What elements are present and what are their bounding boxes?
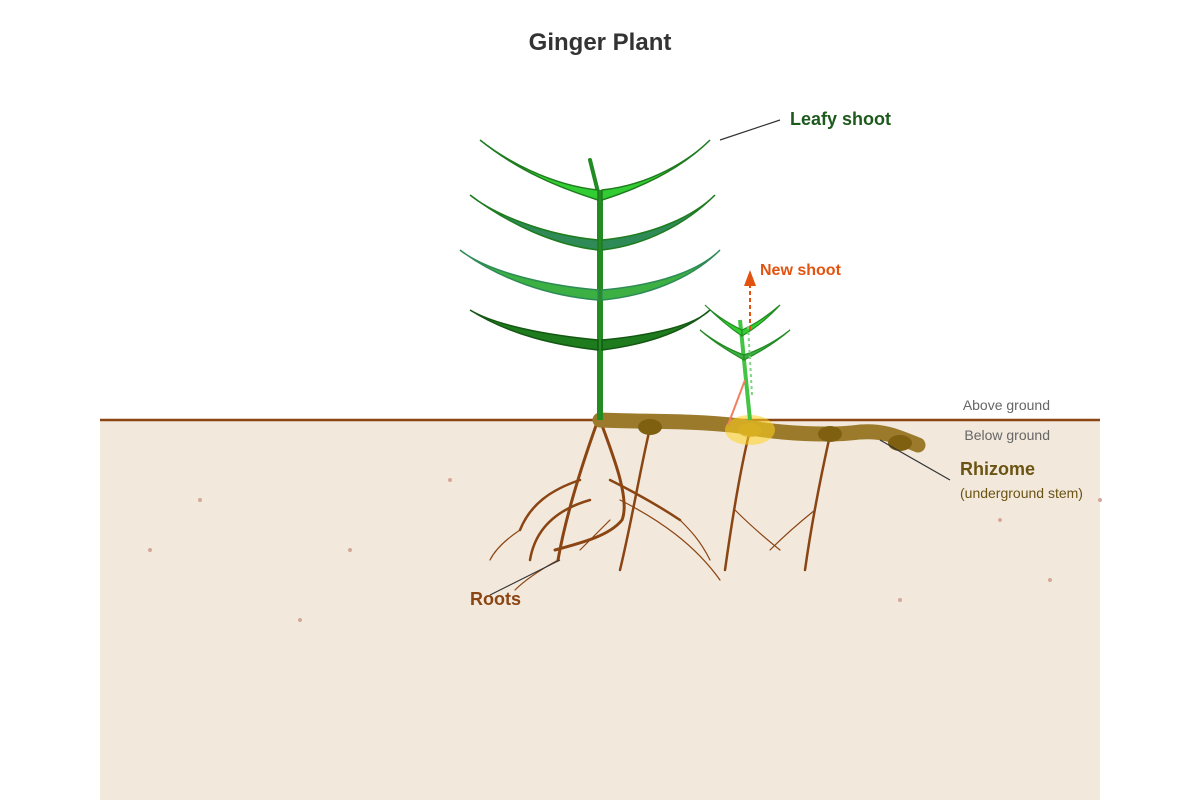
soil-speck: [198, 498, 202, 502]
rhizome: [592, 412, 926, 453]
soil-speck: [298, 618, 302, 622]
new-shoot-guide: [747, 324, 753, 396]
leaf: [469, 309, 599, 351]
new-shoot-leaf: [699, 329, 745, 362]
rootlet: [734, 509, 781, 551]
root-branch-right: [608, 478, 682, 522]
soil-speck: [998, 518, 1002, 522]
leafy-shoot-label: Leafy shoot: [790, 109, 891, 129]
above-ground-label: Above ground: [963, 397, 1050, 413]
rootlet: [489, 529, 521, 561]
new-shoot-label: New shoot: [760, 262, 842, 279]
root-branch-left-far: [528, 498, 592, 562]
main-root-left: [556, 418, 600, 562]
leaf: [479, 139, 599, 202]
stem-tip: [588, 158, 600, 194]
rhizome-node: [818, 426, 842, 442]
roots-label: Roots: [470, 589, 521, 609]
below-ground-label: Below ground: [964, 427, 1050, 443]
soil-region: [100, 420, 1100, 800]
leafy-shoot-leader: [719, 119, 781, 141]
rootlet: [579, 519, 611, 551]
soil-speck: [348, 548, 352, 552]
rootlet: [769, 509, 816, 551]
leader-lines: [489, 119, 951, 596]
rootlet: [514, 559, 559, 591]
soil-speck: [1098, 498, 1102, 502]
diagram-title: Ginger Plant: [529, 29, 672, 56]
new-shoot-bud: [738, 423, 762, 437]
leaf: [601, 139, 711, 202]
rhizome-sublabel: (underground stem): [960, 485, 1083, 501]
soil-specks: [148, 478, 1102, 622]
rhizome-leader: [879, 439, 951, 481]
rootlet: [679, 519, 711, 561]
soil-speck: [148, 548, 152, 552]
roots-leader: [489, 559, 561, 596]
soil-speck: [448, 478, 452, 482]
leaf: [469, 194, 599, 251]
leafy-shoot: [459, 139, 721, 420]
leaf: [601, 309, 711, 351]
leaf: [601, 249, 721, 301]
root-branch-left: [518, 478, 582, 532]
leaf: [459, 249, 599, 301]
new-shoot-leaf: [741, 304, 781, 338]
new-shoot: [699, 270, 791, 426]
new-shoot-connector: [727, 379, 746, 426]
new-shoot-leaf: [704, 304, 743, 338]
root-right: [803, 433, 832, 572]
new-shoot-arrowhead-icon: [744, 270, 756, 286]
root-mid: [618, 426, 652, 572]
soil-speck: [898, 598, 902, 602]
rhizome-node: [638, 419, 662, 435]
rhizome-node: [888, 435, 912, 451]
rhizome-label: Rhizome: [960, 459, 1035, 479]
soil-speck: [1048, 578, 1052, 582]
main-root-right: [553, 418, 626, 552]
new-shoot-leaf: [743, 329, 791, 361]
leaf: [601, 194, 716, 251]
roots: [489, 418, 832, 591]
